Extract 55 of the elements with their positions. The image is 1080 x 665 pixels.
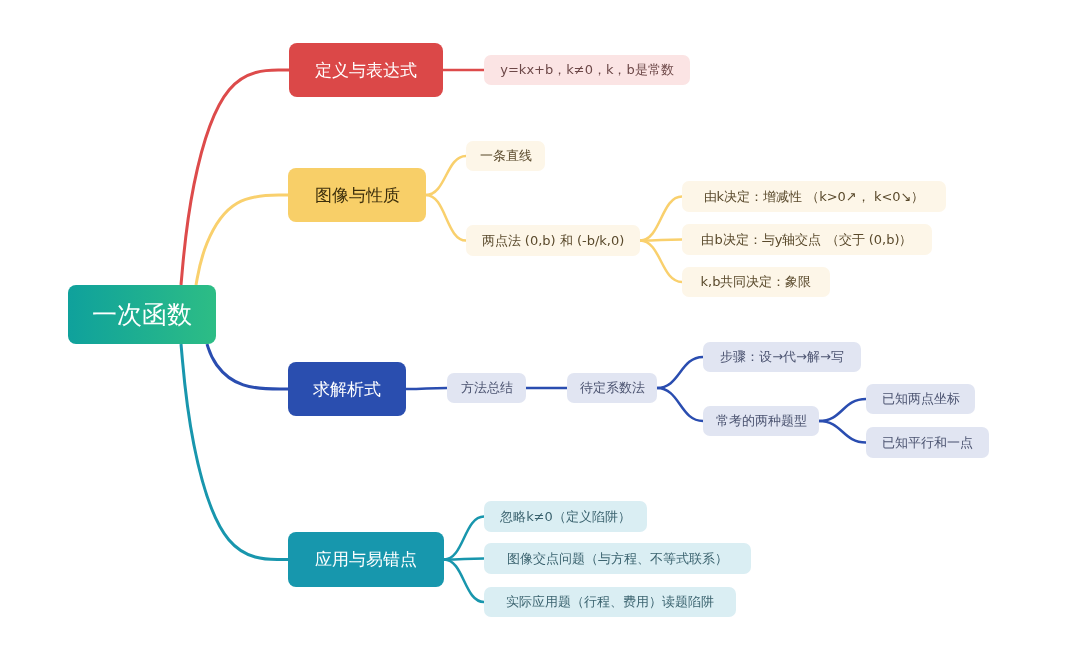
subtopic-box bbox=[466, 141, 545, 171]
branch-line bbox=[444, 557, 484, 561]
subtopic-box bbox=[484, 587, 736, 617]
topic-label: 已知平行和一点 bbox=[882, 434, 973, 451]
branch-line bbox=[818, 419, 867, 444]
subtopic-box bbox=[682, 267, 830, 297]
branch-topic-box bbox=[289, 43, 443, 97]
topic-label: k,b共同决定：象限 bbox=[700, 274, 812, 290]
branch-line bbox=[179, 343, 288, 561]
central-topic-box bbox=[68, 285, 216, 344]
topic-label: 由k决定：增减性 （k>0↗， k<0↘） bbox=[703, 188, 925, 205]
branch-line bbox=[205, 343, 288, 391]
subtopic-box bbox=[682, 181, 946, 212]
topic-label: 两点法 (0,b) 和 (-b/k,0) bbox=[481, 232, 625, 249]
topic-label: 由b决定：与y轴交点 （交于 (0,b)） bbox=[701, 231, 913, 248]
topic-label: 求解析式 bbox=[313, 378, 381, 400]
branch-line bbox=[443, 68, 484, 72]
topic-label: 定义与表达式 bbox=[315, 59, 417, 81]
subtopic-box bbox=[484, 543, 751, 574]
topic-label: 一次函数 bbox=[92, 299, 192, 330]
topic-label: 应用与易错点 bbox=[315, 549, 417, 570]
subtopic-box bbox=[447, 373, 526, 403]
branch-topic-box bbox=[288, 362, 406, 416]
branch-line bbox=[640, 238, 682, 242]
branch-line bbox=[656, 386, 704, 423]
topic-label: 已知两点坐标 bbox=[881, 391, 960, 407]
branch-line bbox=[526, 386, 567, 390]
branch-line bbox=[639, 239, 683, 284]
branch-line bbox=[443, 558, 485, 604]
subtopic-box bbox=[484, 55, 690, 85]
topic-label: 待定系数法 bbox=[579, 380, 645, 396]
branch-line bbox=[425, 193, 467, 242]
branch-topic-box bbox=[288, 168, 426, 222]
branch-line bbox=[425, 154, 467, 197]
topic-label: 方法总结 bbox=[460, 380, 513, 396]
subtopic-box bbox=[703, 342, 861, 372]
topic-label: 图像交点问题（与方程、不等式联系） bbox=[507, 550, 728, 567]
branch-line bbox=[406, 386, 447, 391]
subtopic-box bbox=[703, 406, 819, 436]
topic-label: 步骤：设→代→解→写 bbox=[720, 349, 844, 365]
subtopic-box bbox=[866, 427, 989, 458]
topic-label: 图像与性质 bbox=[314, 184, 400, 206]
subtopic-box bbox=[484, 501, 647, 532]
subtopic-box bbox=[567, 373, 657, 403]
topic-label: 实际应用题（行程、费用）读题陷阱 bbox=[506, 594, 714, 610]
subtopic-box bbox=[682, 224, 932, 255]
branch-line bbox=[194, 193, 288, 286]
subtopic-box bbox=[466, 225, 640, 256]
branch-topic-box bbox=[288, 532, 444, 587]
subtopic-box bbox=[866, 384, 975, 414]
topic-label: 忽略k≠0（定义陷阱） bbox=[500, 508, 631, 525]
topic-label: 常考的两种题型 bbox=[715, 413, 807, 429]
topic-label: 一条直线 bbox=[479, 148, 532, 164]
topic-label: y=kx+b，k≠0，k，b是常数 bbox=[500, 62, 674, 78]
branch-line bbox=[179, 68, 289, 286]
